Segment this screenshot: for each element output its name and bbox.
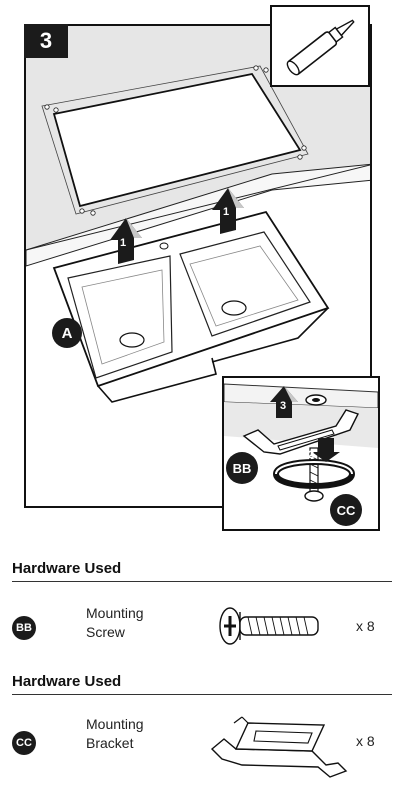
mounting-screw-icon bbox=[304, 447, 324, 502]
cutout-flange-outline bbox=[41, 65, 309, 215]
lift-arrow-left bbox=[110, 218, 142, 264]
callout-sink: A bbox=[52, 318, 82, 348]
hardware-section-bracket: Hardware Used CC Mounting Bracket x 8 bbox=[12, 673, 392, 778]
mounting-screw-icon bbox=[219, 607, 319, 645]
callout-screw: BB bbox=[226, 452, 258, 484]
right-drain bbox=[221, 300, 247, 316]
hardware-name: Mounting Bracket bbox=[86, 715, 144, 753]
left-drain bbox=[119, 332, 145, 348]
faucet-hole bbox=[159, 242, 169, 250]
hardware-badge: CC bbox=[12, 731, 36, 755]
sink-body-outline bbox=[97, 307, 329, 403]
cutout-screw-holes bbox=[44, 65, 307, 216]
hardware-name: Mounting Screw bbox=[86, 604, 144, 642]
mounting-bracket-icon bbox=[210, 716, 348, 778]
hardware-name-line2: Screw bbox=[86, 624, 125, 640]
sink-left-bowl bbox=[67, 255, 173, 379]
hardware-section-title: Hardware Used bbox=[12, 560, 392, 582]
bracket-detail-illustration: 3 2 bbox=[224, 383, 378, 502]
rotate-arrow bbox=[312, 438, 340, 462]
hardware-row-screw: BB Mounting Screw x 8 bbox=[12, 582, 392, 652]
hardware-section-screw: Hardware Used BB Mounting Screw x 8 bbox=[12, 560, 392, 652]
raise-arrow-label: 3 bbox=[280, 400, 286, 412]
hardware-name-line1: Mounting bbox=[86, 605, 144, 621]
lift-arrow-right bbox=[212, 188, 244, 234]
countertop-cutout bbox=[52, 72, 302, 208]
hardware-quantity: x 8 bbox=[356, 618, 375, 634]
hardware-quantity: x 8 bbox=[356, 733, 375, 749]
step-number: 3 bbox=[24, 24, 68, 58]
hardware-section-title: Hardware Used bbox=[12, 673, 392, 695]
tool-inset bbox=[270, 5, 370, 87]
hardware-name-line2: Bracket bbox=[86, 735, 134, 751]
caulk-tube-icon bbox=[286, 19, 355, 76]
raise-arrow bbox=[270, 386, 298, 418]
mounting-bracket-icon bbox=[242, 409, 359, 455]
lift-arrow-right-label: 1 bbox=[223, 206, 229, 218]
hardware-row-bracket: CC Mounting Bracket x 8 bbox=[12, 695, 392, 778]
hardware-name-line1: Mounting bbox=[86, 716, 144, 732]
lift-arrow-left-label: 1 bbox=[120, 237, 126, 249]
callout-bracket: CC bbox=[330, 494, 362, 526]
rotate-arrow-label: 2 bbox=[308, 449, 314, 461]
hardware-badge: BB bbox=[12, 616, 36, 640]
countertop-edge bbox=[26, 163, 370, 267]
